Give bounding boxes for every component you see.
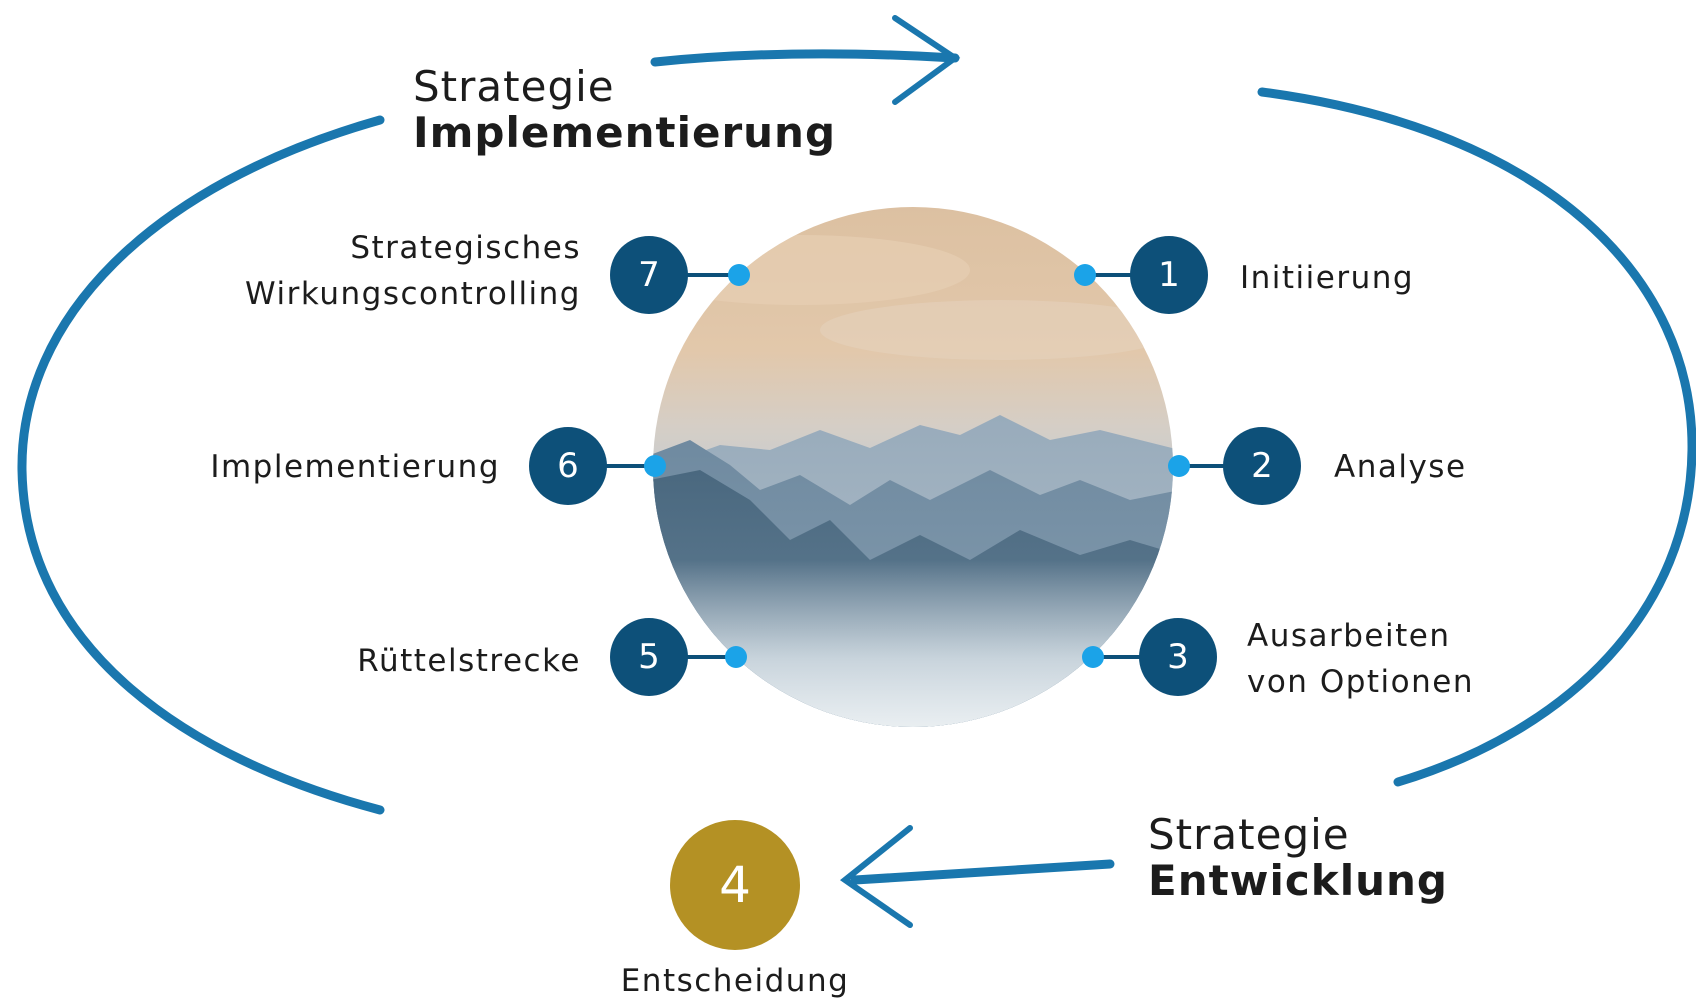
step-4-number: 4 <box>719 856 751 914</box>
step-7-number: 7 <box>638 255 660 295</box>
step-2-node: 2 <box>1223 427 1301 505</box>
bottom-arrow-head <box>839 825 913 928</box>
left-cycle-arc <box>17 115 385 815</box>
step-6-label-line1: Implementierung <box>210 449 500 485</box>
step-1-node: 1 <box>1130 236 1208 314</box>
phase-development-line2: Entwicklung <box>1148 856 1448 905</box>
step-7-node: 7 <box>610 236 688 314</box>
step-1-number: 1 <box>1158 255 1180 295</box>
step-5-label-line1: Rüttelstrecke <box>357 643 581 679</box>
phase-implementation-line2: Implementierung <box>413 108 837 157</box>
step-7-connector-dot <box>728 264 750 286</box>
step-7-label-line1: Strategisches <box>350 230 581 266</box>
step-3-circle <box>1139 618 1217 696</box>
step-7-label-line2: Wirkungscontrolling <box>245 276 581 312</box>
step-6-node: 6 <box>529 427 607 505</box>
step-4-label-line1: Entscheidung <box>620 963 850 999</box>
decision-node: 4 <box>670 820 800 950</box>
step-1-circle <box>1130 236 1208 314</box>
step-3-connector-dot <box>1082 646 1104 668</box>
step-2-circle <box>1223 427 1301 505</box>
step-3-number: 3 <box>1167 637 1189 677</box>
step-nodes: 1 2 3 4 5 6 7 <box>529 236 1301 950</box>
phase-title-implementation: Strategie Implementierung <box>413 64 836 156</box>
step-2-number: 2 <box>1251 446 1273 486</box>
step-2-label: Analyse <box>1334 444 1467 490</box>
decision-node-circle <box>670 820 800 950</box>
step-1-label-line1: Initiierung <box>1240 260 1415 296</box>
step-5-number: 5 <box>638 637 660 677</box>
right-cycle-arc <box>1257 87 1696 787</box>
top-arrow-head <box>892 15 961 105</box>
step-7-circle <box>610 236 688 314</box>
step-3-node: 3 <box>1139 618 1217 696</box>
step-3-label-line1: Ausarbeiten <box>1247 618 1451 654</box>
phase-implementation-line1: Strategie <box>413 62 615 111</box>
top-arrow-shaft <box>650 49 960 67</box>
step-1-label: Initiierung <box>1240 255 1414 301</box>
step-2-label-line1: Analyse <box>1334 449 1467 485</box>
mountain-landscape-image <box>653 207 1173 727</box>
step-4-label: Entscheidung <box>610 958 860 1004</box>
phase-title-development: Strategie Entwicklung <box>1148 812 1448 904</box>
step-6-circle <box>529 427 607 505</box>
step-5-node: 5 <box>610 618 688 696</box>
step-2-connector-dot <box>1168 455 1190 477</box>
step-7-label: Strategisches Wirkungscontrolling <box>245 225 581 317</box>
bottom-arrow-shaft <box>850 859 1115 885</box>
step-1-connector-dot <box>1074 264 1096 286</box>
step-3-label: Ausarbeiten von Optionen <box>1247 613 1474 705</box>
step-3-label-line2: von Optionen <box>1247 664 1474 700</box>
phase-development-line1: Strategie <box>1148 810 1350 859</box>
step-5-circle <box>610 618 688 696</box>
step-6-label: Implementierung <box>210 444 500 490</box>
step-6-number: 6 <box>557 446 579 486</box>
step-6-connector-dot <box>644 455 666 477</box>
step-5-connector-dot <box>725 646 747 668</box>
step-5-label: Rüttelstrecke <box>357 638 581 684</box>
cycle-arrows <box>17 15 1696 928</box>
